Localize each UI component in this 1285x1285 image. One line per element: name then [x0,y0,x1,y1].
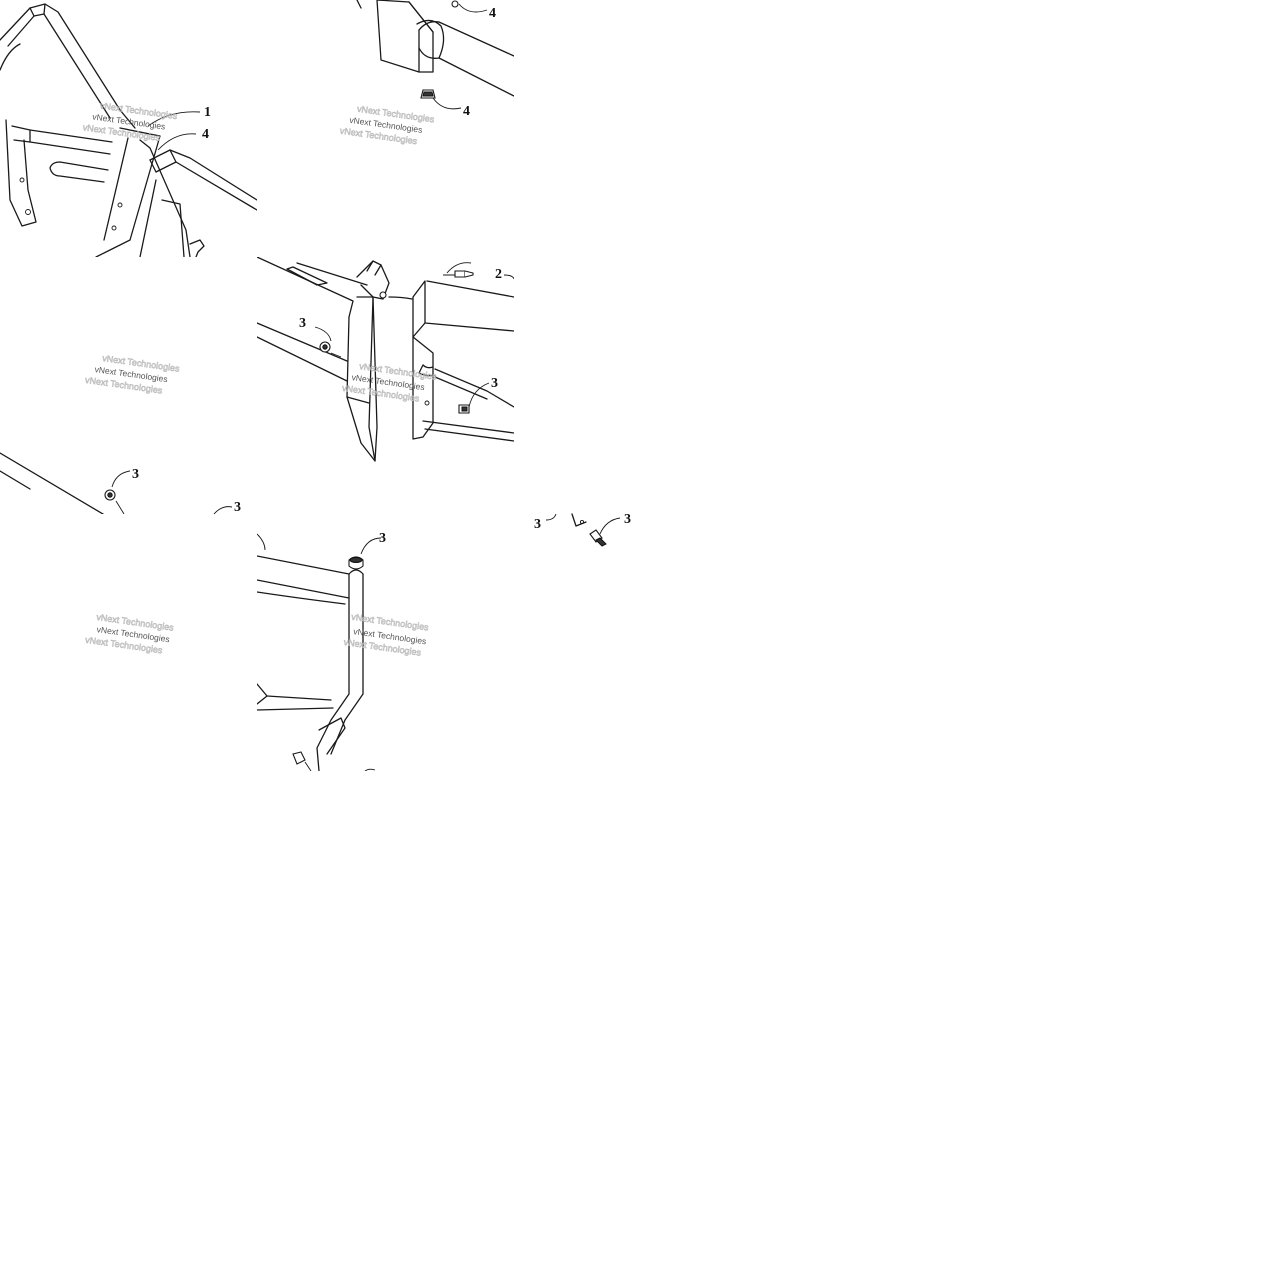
callout-3-cap: 3 [379,531,386,546]
diagram-tile-bottom-left: vNext Technologies vNext Technologies vN… [0,514,257,771]
bracket-detail-drawing: 4 4 vNext Technologies vNext Technologie… [339,0,514,147]
blank-tile-drawing: 3 3 vNext Technologies vNext Technologie… [0,353,241,514]
callout-4: 4 [202,127,209,142]
callout-3-frag-right: 3 [624,512,631,527]
tube-bar-drawing: 3 3 vNext Technologies vNext Technologie… [257,531,430,771]
callout-4-upper: 4 [489,6,496,21]
callout-3-right: 3 [491,376,498,391]
callout-3-frag-left: 3 [534,517,541,532]
callout-3: 3 [132,467,139,482]
callout-3-edge: 3 [234,500,241,514]
partial-tile-drawing: vNext Technologies vNext Technologies vN… [84,514,215,656]
callout-3-left: 3 [299,316,306,331]
diagram-tile-top-middle: 4 4 vNext Technologies vNext Technologie… [257,0,514,257]
bumper-frame-drawing: 1 4 vNext Technologies vNext Technologie… [0,3,257,257]
diagram-fragment-right: 3 3 [530,508,640,554]
callout-2: 2 [495,267,502,282]
frame-mount-drawing: 2 3 3 vNext Technologies vNext Technolog… [257,257,514,462]
diagram-tile-center: 2 3 3 vNext Technologies vNext Technolog… [257,257,514,514]
diagram-tile-bottom-center: 3 3 vNext Technologies vNext Technologie… [257,514,514,771]
diagram-tile-middle-left: 3 3 vNext Technologies vNext Technologie… [0,257,257,514]
diagram-tile-top-left: 1 4 vNext Technologies vNext Technologie… [0,0,257,257]
callout-4-lower: 4 [463,104,470,119]
callout-1: 1 [204,105,211,120]
fastener-fragment-drawing: 3 3 [534,512,631,547]
